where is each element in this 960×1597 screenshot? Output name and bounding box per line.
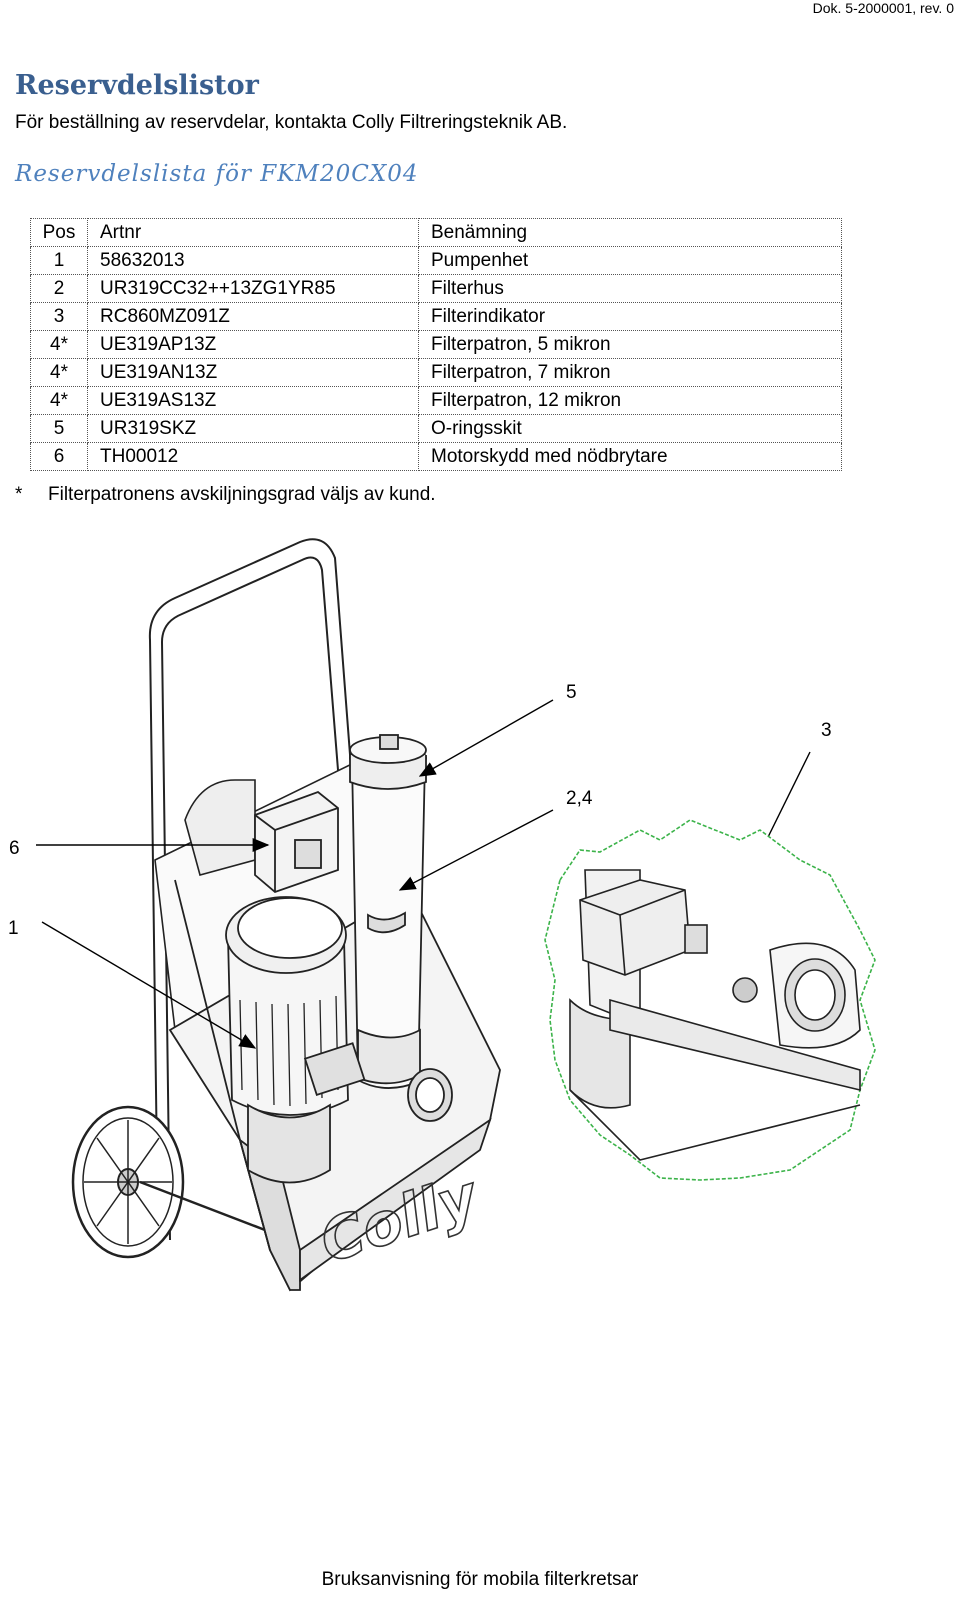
cell-name: Pumpenhet	[418, 246, 842, 275]
intro-text: För beställning av reservdelar, kontakta…	[15, 112, 568, 133]
cell-name: Motorskydd med nödbrytare	[418, 442, 842, 471]
cell-name: Filterhus	[418, 274, 842, 303]
callout-3: 3	[821, 720, 832, 741]
footnote: * Filterpatronens avskiljningsgrad väljs …	[15, 484, 436, 506]
header-artnr: Artnr	[87, 218, 419, 247]
cart-wheel	[71, 1105, 266, 1259]
header-pos: Pos	[30, 218, 88, 247]
footnote-mark: *	[15, 484, 23, 505]
cell-artnr: UE319AN13Z	[87, 358, 419, 387]
cell-pos: 2	[30, 274, 88, 303]
cell-artnr: UR319CC32++13ZG1YR85	[87, 274, 419, 303]
callout-2-4: 2,4	[566, 788, 593, 809]
cell-pos: 5	[30, 414, 88, 443]
cell-artnr: 58632013	[87, 246, 419, 275]
cell-name: Filterindikator	[418, 302, 842, 331]
pump-motor	[225, 896, 366, 1184]
cell-artnr: TH00012	[87, 442, 419, 471]
motor-switch-box	[254, 790, 339, 894]
cell-name: Filterpatron, 12 mikron	[418, 386, 842, 415]
callout-1: 1	[8, 918, 19, 939]
filter-housing	[349, 734, 453, 1122]
cell-artnr: UE319AP13Z	[87, 330, 419, 359]
page-title: Reservdelslistor	[15, 70, 259, 101]
table-header-row: Pos Artnr Benämning	[30, 218, 842, 247]
header-name: Benämning	[418, 218, 842, 247]
cell-artnr: UE319AS13Z	[87, 386, 419, 415]
callout-6: 6	[9, 838, 20, 859]
cell-name: Filterpatron, 7 mikron	[418, 358, 842, 387]
cell-pos: 3	[30, 302, 88, 331]
page-footer: Bruksanvisning för mobila filterkretsar	[321, 1569, 639, 1590]
cart-handle	[148, 538, 356, 1241]
cell-pos: 4*	[30, 358, 88, 387]
cell-name: Filterpatron, 5 mikron	[418, 330, 842, 359]
cell-name: O-ringsskit	[418, 414, 842, 443]
cell-pos: 4*	[30, 386, 88, 415]
filter-cart-drawing: Colly	[8, 538, 876, 1292]
cell-pos: 1	[30, 246, 88, 275]
cell-pos: 4*	[30, 330, 88, 359]
footnote-text: Filterpatronens avskiljningsgrad väljs a…	[48, 484, 436, 505]
callout-5: 5	[566, 682, 577, 703]
parts-list-heading: Reservdelslista för FKM20CX04	[15, 161, 419, 187]
cell-pos: 6	[30, 442, 88, 471]
cell-artnr: RC860MZ091Z	[87, 302, 419, 331]
document-reference: Dok. 5-2000001, rev. 0	[812, 0, 954, 16]
detail-view	[544, 819, 876, 1181]
cell-artnr: UR319SKZ	[87, 414, 419, 443]
